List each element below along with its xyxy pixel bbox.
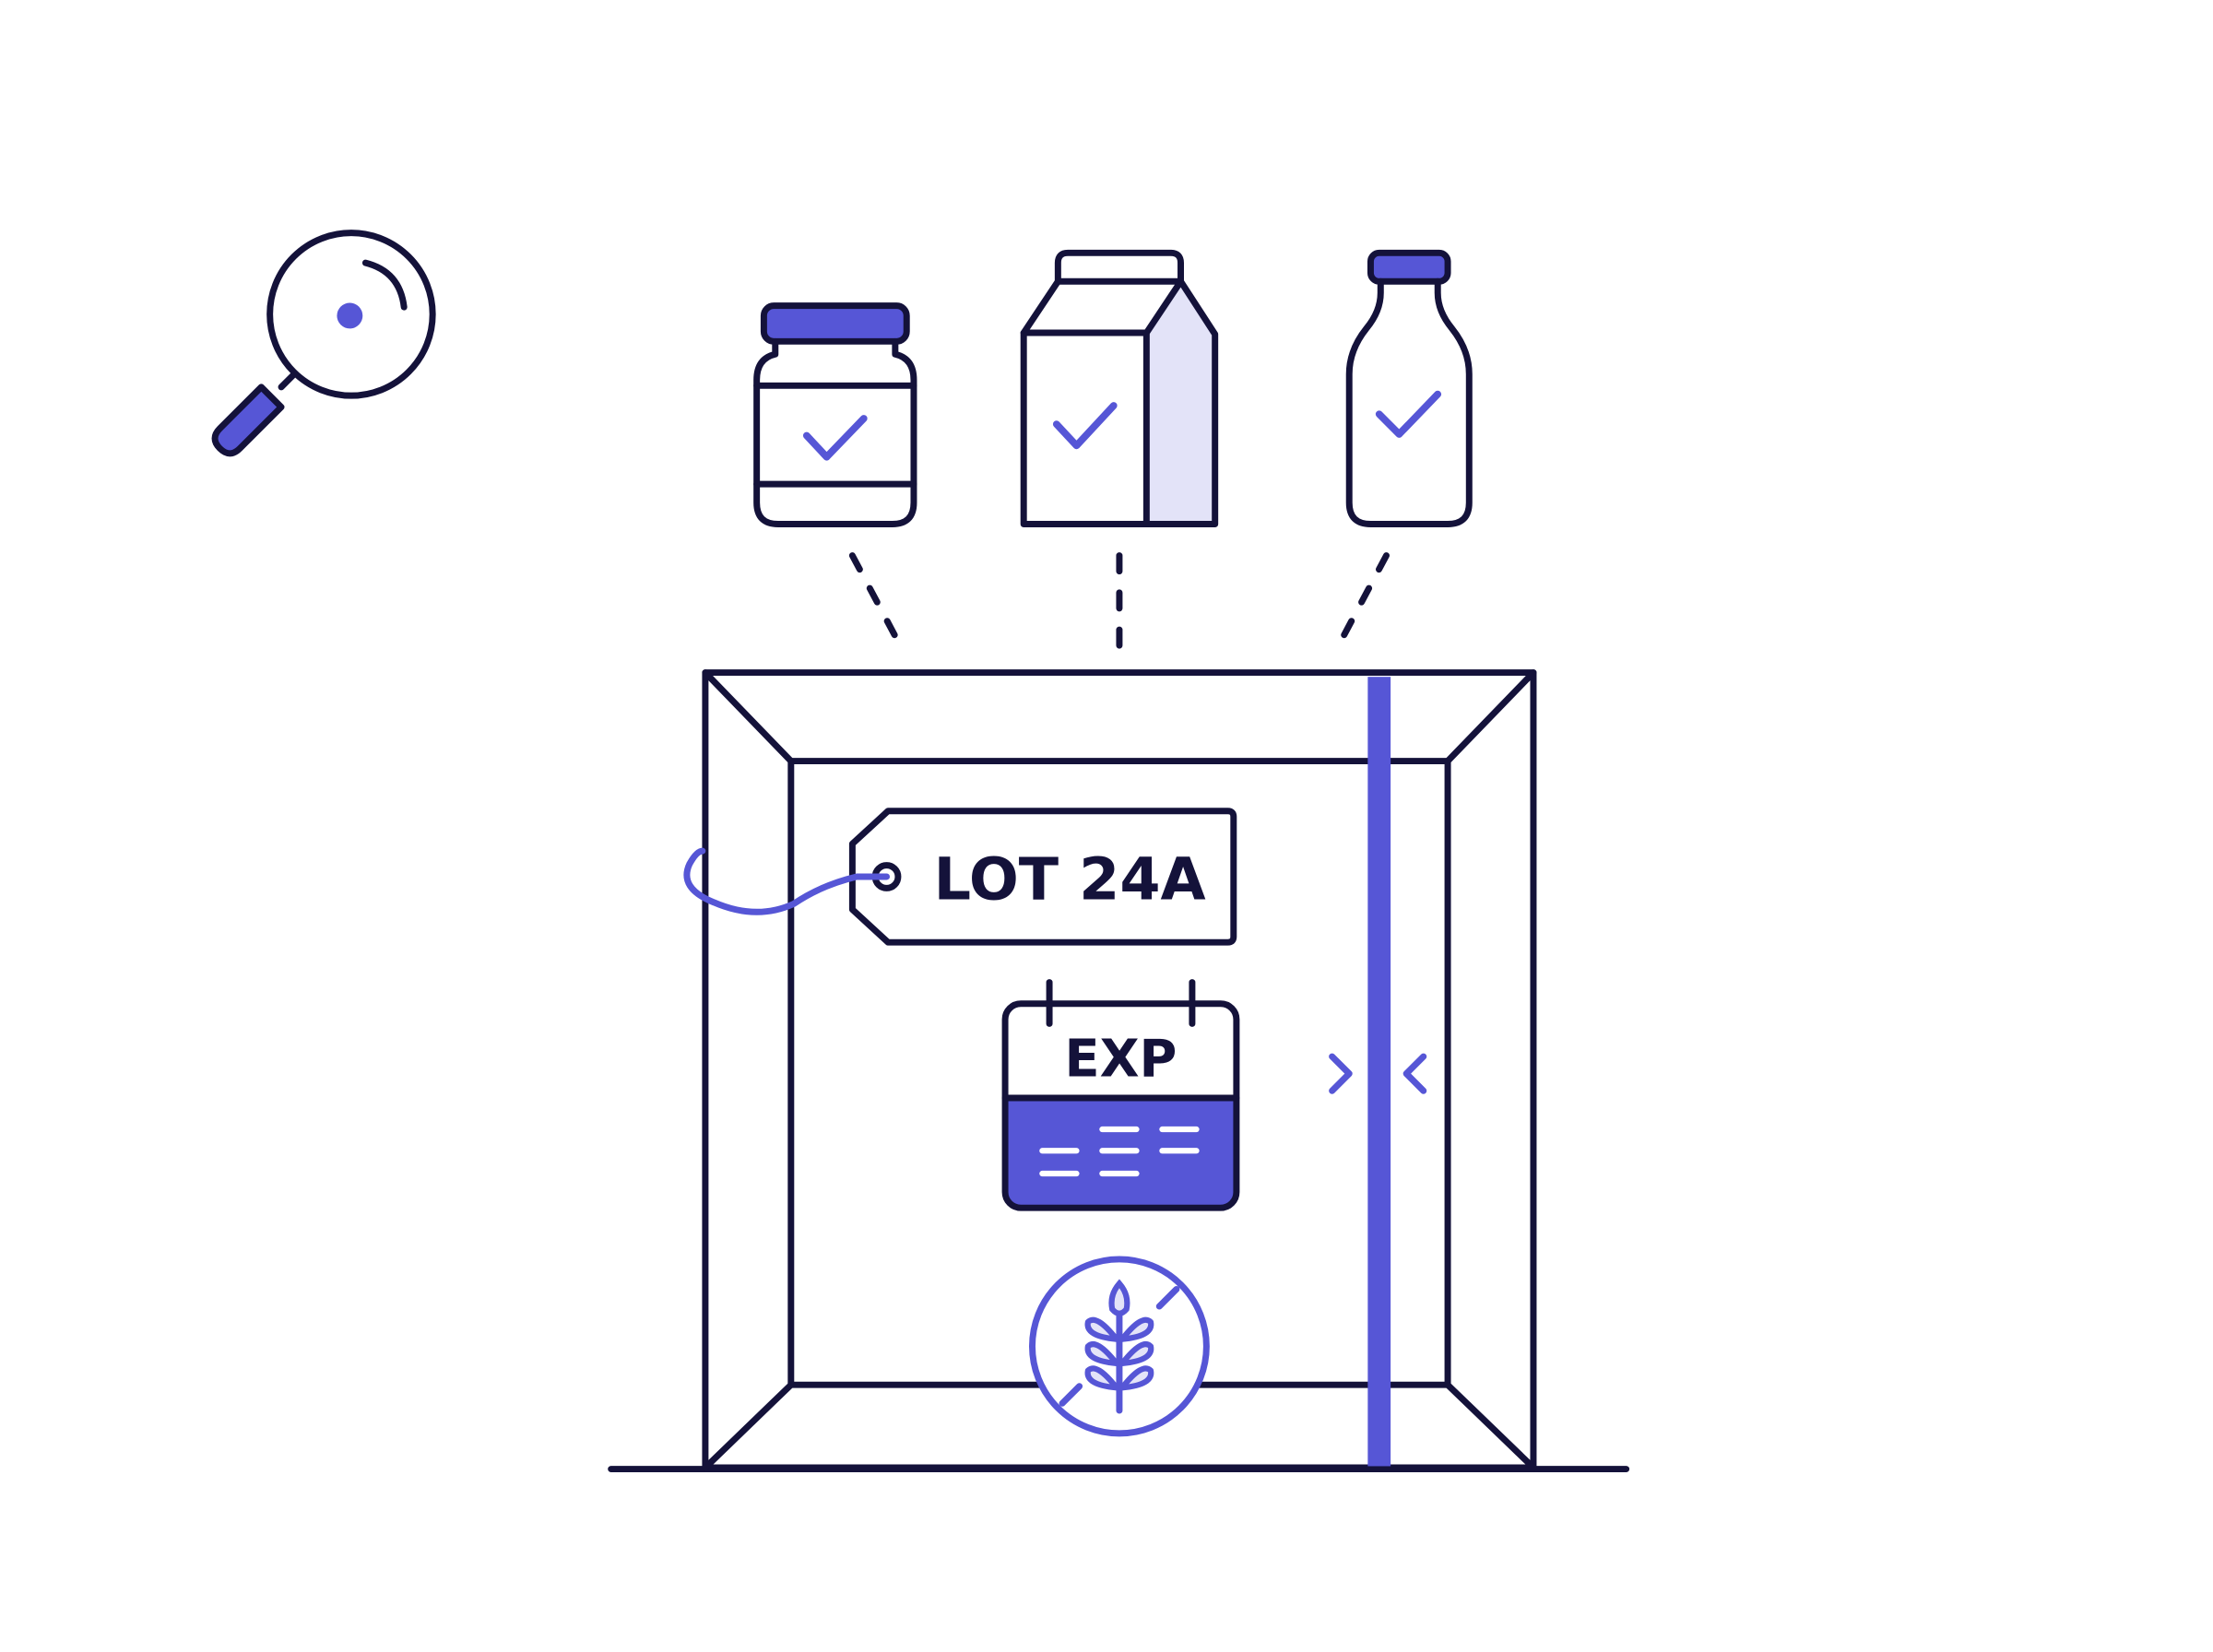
gluten-free-icon — [1029, 1256, 1210, 1437]
checkmark-icon — [1375, 390, 1442, 438]
dashed-connectors — [848, 552, 1390, 654]
milk-carton-icon — [1020, 249, 1219, 527]
jar-icon — [753, 302, 917, 527]
bottle-icon — [1345, 249, 1473, 527]
checkmark-icon — [802, 415, 868, 461]
checkmark-icon — [1052, 402, 1118, 450]
magnifier-icon — [211, 230, 436, 457]
tag-string — [683, 847, 891, 915]
packing-tape-icon — [1329, 677, 1427, 1467]
calendar-label: EXP — [1065, 1030, 1178, 1090]
expiry-calendar-icon: EXP — [1001, 979, 1240, 1211]
lot-tag-icon: LOT 24A — [683, 808, 1237, 946]
tag-label: LOT 24A — [934, 845, 1206, 914]
